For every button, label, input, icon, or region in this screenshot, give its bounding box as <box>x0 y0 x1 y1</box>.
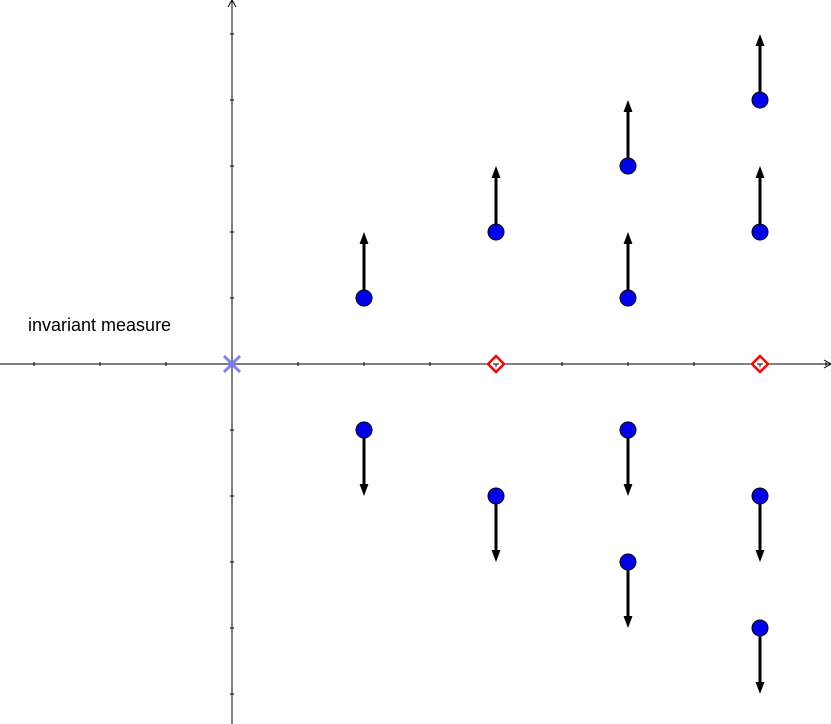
arrow-up <box>623 232 633 298</box>
lattice-point <box>751 487 769 505</box>
arrow-head <box>491 550 501 562</box>
lattice-point <box>619 289 637 307</box>
arrow-head <box>491 166 501 178</box>
invariant-measure-label: invariant measure <box>28 315 171 335</box>
arrow-down <box>755 628 765 694</box>
lattice-point <box>487 223 505 241</box>
arrow-head <box>623 484 633 496</box>
arrows <box>359 34 765 694</box>
arrow-up <box>491 166 501 232</box>
arrow-head <box>755 34 765 46</box>
x-axis-arrow-tip <box>823 359 831 369</box>
lattice-point <box>751 91 769 109</box>
arrow-down <box>359 430 369 496</box>
diamond-marker <box>750 354 770 374</box>
arrow-up <box>359 232 369 298</box>
arrow-head <box>623 232 633 244</box>
arrow-head <box>359 232 369 244</box>
arrow-head <box>623 100 633 112</box>
arrow-head <box>359 484 369 496</box>
lattice-point <box>619 157 637 175</box>
arrow-head <box>755 550 765 562</box>
arrow-head <box>755 682 765 694</box>
lattice-point <box>751 619 769 637</box>
arrow-down <box>491 496 501 562</box>
lattice-point <box>355 289 373 307</box>
arrow-up <box>623 100 633 166</box>
diamond-marker <box>486 354 506 374</box>
arrow-up <box>755 34 765 100</box>
lattice-point <box>355 421 373 439</box>
lattice-point <box>619 421 637 439</box>
arrow-down <box>623 562 633 628</box>
lattice-point <box>487 487 505 505</box>
arrow-head <box>755 166 765 178</box>
lattice-point <box>751 223 769 241</box>
arrow-down <box>755 496 765 562</box>
cross-marker <box>222 354 242 374</box>
lattice-point <box>619 553 637 571</box>
special-markers <box>222 354 770 374</box>
cross-stroke <box>222 354 242 374</box>
arrow-up <box>755 166 765 232</box>
y-axis-arrow-tip <box>227 0 237 8</box>
arrow-head <box>623 616 633 628</box>
points <box>355 91 769 637</box>
arrow-down <box>623 430 633 496</box>
